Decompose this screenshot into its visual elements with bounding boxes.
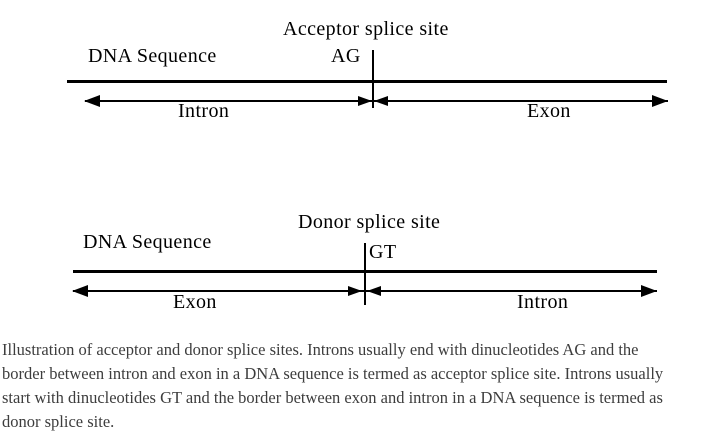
arrowhead-inward-right-icon (348, 286, 362, 296)
caption-line: border between intron and exon in a DNA … (2, 364, 664, 383)
caption-line: Illustration of acceptor and donor splic… (2, 340, 639, 359)
figure-caption: Illustration of acceptor and donor splic… (2, 338, 722, 434)
region-span-line (73, 290, 657, 292)
splice-site-marker-line (364, 243, 366, 305)
diagram-title: Donor splice site (298, 211, 441, 233)
left-region-label: Exon (173, 291, 217, 313)
arrowhead-right-icon (652, 95, 668, 107)
arrowhead-inward-left-icon (367, 286, 381, 296)
arrowhead-left-icon (72, 285, 88, 297)
diagram-title: Acceptor splice site (283, 18, 449, 40)
dna-sequence-label: DNA Sequence (88, 45, 217, 67)
arrowhead-inward-left-icon (374, 96, 388, 106)
dna-sequence-line (67, 80, 667, 83)
caption-line: donor splice site. (2, 412, 115, 431)
splice-site-marker-line (372, 50, 374, 108)
arrowhead-left-icon (84, 95, 100, 107)
dna-sequence-label: DNA Sequence (83, 231, 212, 253)
arrowhead-inward-right-icon (358, 96, 372, 106)
caption-line: start with dinucleotides GT and the bord… (2, 388, 663, 407)
arrowhead-right-icon (641, 285, 657, 297)
left-region-label: Intron (178, 100, 230, 122)
dinucleotide-label: AG (331, 45, 361, 67)
right-region-label: Intron (517, 291, 569, 313)
dinucleotide-label: GT (369, 241, 397, 263)
right-region-label: Exon (527, 100, 571, 122)
dna-sequence-line (73, 270, 657, 273)
